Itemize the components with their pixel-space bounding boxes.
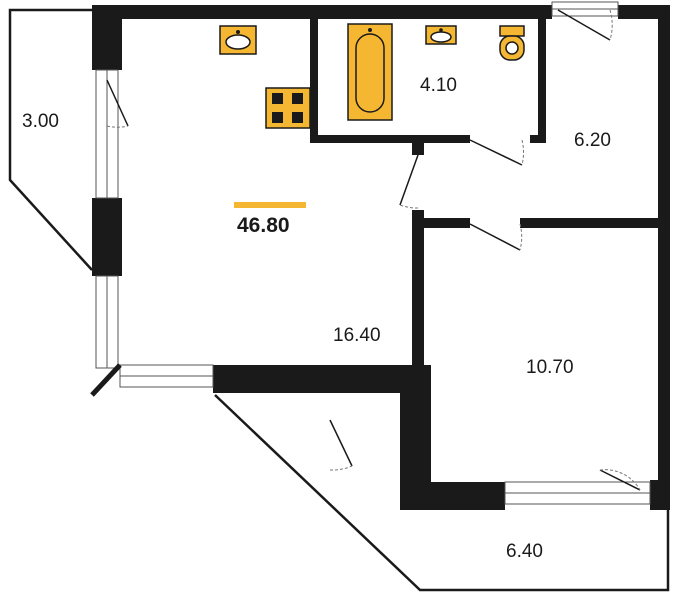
bathtub-icon <box>347 23 393 121</box>
room-area-living: 16.40 <box>333 325 381 346</box>
room-area-hallway: 6.20 <box>574 130 611 151</box>
room-area-bedroom: 10.70 <box>526 357 574 378</box>
walls <box>92 5 670 510</box>
sink-icon <box>425 25 457 45</box>
total-area-bar <box>234 202 306 208</box>
doors <box>106 9 641 491</box>
loggia-left-outline <box>8 8 93 271</box>
windows <box>90 1 651 505</box>
room-area-loggia-bottom: 6.40 <box>506 541 543 562</box>
stove-icon <box>265 87 311 129</box>
loggia-bottom-outline <box>214 394 670 592</box>
room-area-loggia-left: 3.00 <box>22 111 59 132</box>
room-area-bathroom: 4.10 <box>420 75 457 96</box>
sink-icon <box>219 25 257 55</box>
total-area-label: 46.80 <box>237 214 290 237</box>
toilet-icon <box>499 25 525 61</box>
